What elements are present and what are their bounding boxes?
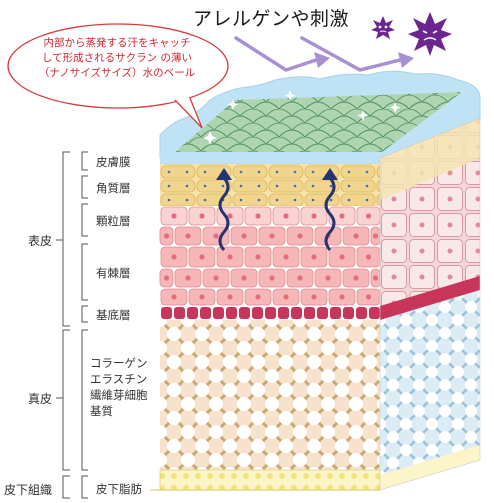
sweat-wave-arrows — [218, 177, 336, 251]
dermis-item: 基質 — [90, 404, 113, 418]
side-fat-face — [380, 445, 480, 490]
cell-nucleus — [339, 294, 345, 300]
dermis-item: 繊維芽細胞 — [90, 388, 148, 402]
cell-nucleus — [283, 294, 289, 300]
allergen-large-icon — [408, 12, 452, 56]
basal-cell — [330, 307, 341, 319]
cell-nucleus — [199, 254, 205, 260]
cell-nucleus — [185, 233, 191, 239]
basal-cell — [356, 307, 367, 319]
cell-nucleus — [297, 233, 303, 239]
cell-nucleus — [372, 233, 379, 239]
cell-nucleus — [163, 275, 170, 281]
cell-nucleus — [311, 294, 317, 300]
basal-cell — [369, 307, 380, 319]
cell-nucleus — [213, 233, 219, 239]
cell-nucleus — [255, 254, 261, 260]
basal-cell — [174, 307, 185, 319]
layer-label-horny: 角質層 — [96, 181, 131, 195]
dermis-item: コラーゲン — [90, 356, 148, 370]
deflect-arrowheads — [314, 52, 414, 68]
basal-cells-front — [161, 307, 380, 319]
allergen-title: アレルゲンや刺激 — [193, 8, 350, 30]
cell-nucleus — [255, 294, 261, 300]
cell-nucleus — [365, 254, 372, 260]
cell-nucleus — [227, 213, 233, 219]
basal-cell — [343, 307, 354, 319]
epidermis-label: 表皮 — [28, 234, 53, 248]
cell-nucleus — [339, 254, 345, 260]
callout-line-1: 内部から蒸発する汗をキャッチ — [43, 37, 191, 49]
callout-line-2: して形成されるサクラン の薄い — [41, 52, 193, 64]
cell-nucleus — [269, 233, 275, 239]
cell-nucleus — [365, 213, 372, 219]
subcutaneous-fat-front — [159, 469, 381, 491]
cell-nucleus — [171, 254, 177, 260]
basal-cell — [239, 307, 250, 319]
cell-nucleus — [283, 213, 289, 219]
label-brackets — [56, 151, 88, 499]
sweat-arrowheads — [216, 168, 338, 180]
cell-nucleus — [241, 233, 247, 239]
layer-label-skin-film: 皮膚膜 — [96, 155, 131, 169]
basal-cell — [291, 307, 302, 319]
dermis-item: エラスチン — [90, 372, 148, 386]
cell-nucleus — [311, 213, 317, 219]
cell-nucleus — [185, 275, 191, 281]
cell-nucleus — [283, 254, 289, 260]
sparkle-icons — [203, 90, 401, 145]
cell-nucleus — [241, 275, 247, 281]
basal-cell — [213, 307, 224, 319]
callout-text: 内部から蒸発する汗をキャッチ して形成されるサクラン の薄い （ナノサイズサイズ… — [14, 36, 220, 81]
basal-cell — [226, 307, 237, 319]
layer-label-granular: 顆粒層 — [96, 214, 131, 228]
basal-cell — [317, 307, 328, 319]
cell-nucleus — [365, 294, 372, 300]
cell-nucleus — [325, 275, 331, 281]
deflect-arrows — [234, 36, 402, 72]
basal-cell — [252, 307, 263, 319]
layer-label-basal: 基底層 — [96, 308, 131, 322]
basal-cell — [187, 307, 198, 319]
allergen-small-icon — [371, 16, 395, 39]
side-basal-line — [380, 276, 480, 320]
cell-nucleus — [255, 213, 261, 219]
subcutaneous-fat-label: 皮下脂肪 — [96, 482, 142, 496]
cell-nucleus — [297, 275, 303, 281]
cell-nucleus — [163, 233, 170, 239]
basal-cell — [161, 307, 172, 319]
cell-nucleus — [372, 275, 379, 281]
cell-nucleus — [227, 254, 233, 260]
dermis-front — [160, 320, 380, 470]
callout-bubble — [7, 23, 229, 109]
cell-nucleus — [171, 213, 177, 219]
basal-cell — [265, 307, 276, 319]
side-dermis-face — [380, 290, 480, 475]
cell-nucleus — [199, 213, 205, 219]
dermis-components: コラーゲン エラスチン 繊維芽細胞 基質 — [90, 355, 148, 419]
cell-nucleus — [353, 275, 359, 281]
cell-nucleus — [199, 294, 205, 300]
granular-cells-front — [159, 206, 381, 306]
basal-cell — [278, 307, 289, 319]
cell-nucleus — [269, 275, 275, 281]
callout-line-3: （ナノサイズサイズ）水のベール — [38, 67, 196, 79]
cell-nucleus — [227, 294, 233, 300]
skin-film-front — [160, 152, 380, 164]
cell-nucleus — [213, 275, 219, 281]
cell-nucleus — [311, 254, 317, 260]
horny-layer-front — [160, 164, 380, 206]
callout-tail — [174, 97, 203, 129]
cell-nucleus — [353, 233, 359, 239]
dermis-label: 真皮 — [28, 392, 53, 406]
basal-cell — [304, 307, 315, 319]
cell-nucleus — [171, 294, 177, 300]
basal-cell — [200, 307, 211, 319]
layer-label-spinous: 有棘層 — [96, 266, 131, 280]
cell-nucleus — [339, 213, 345, 219]
subcutaneous-label: 皮下組織 — [4, 483, 53, 497]
